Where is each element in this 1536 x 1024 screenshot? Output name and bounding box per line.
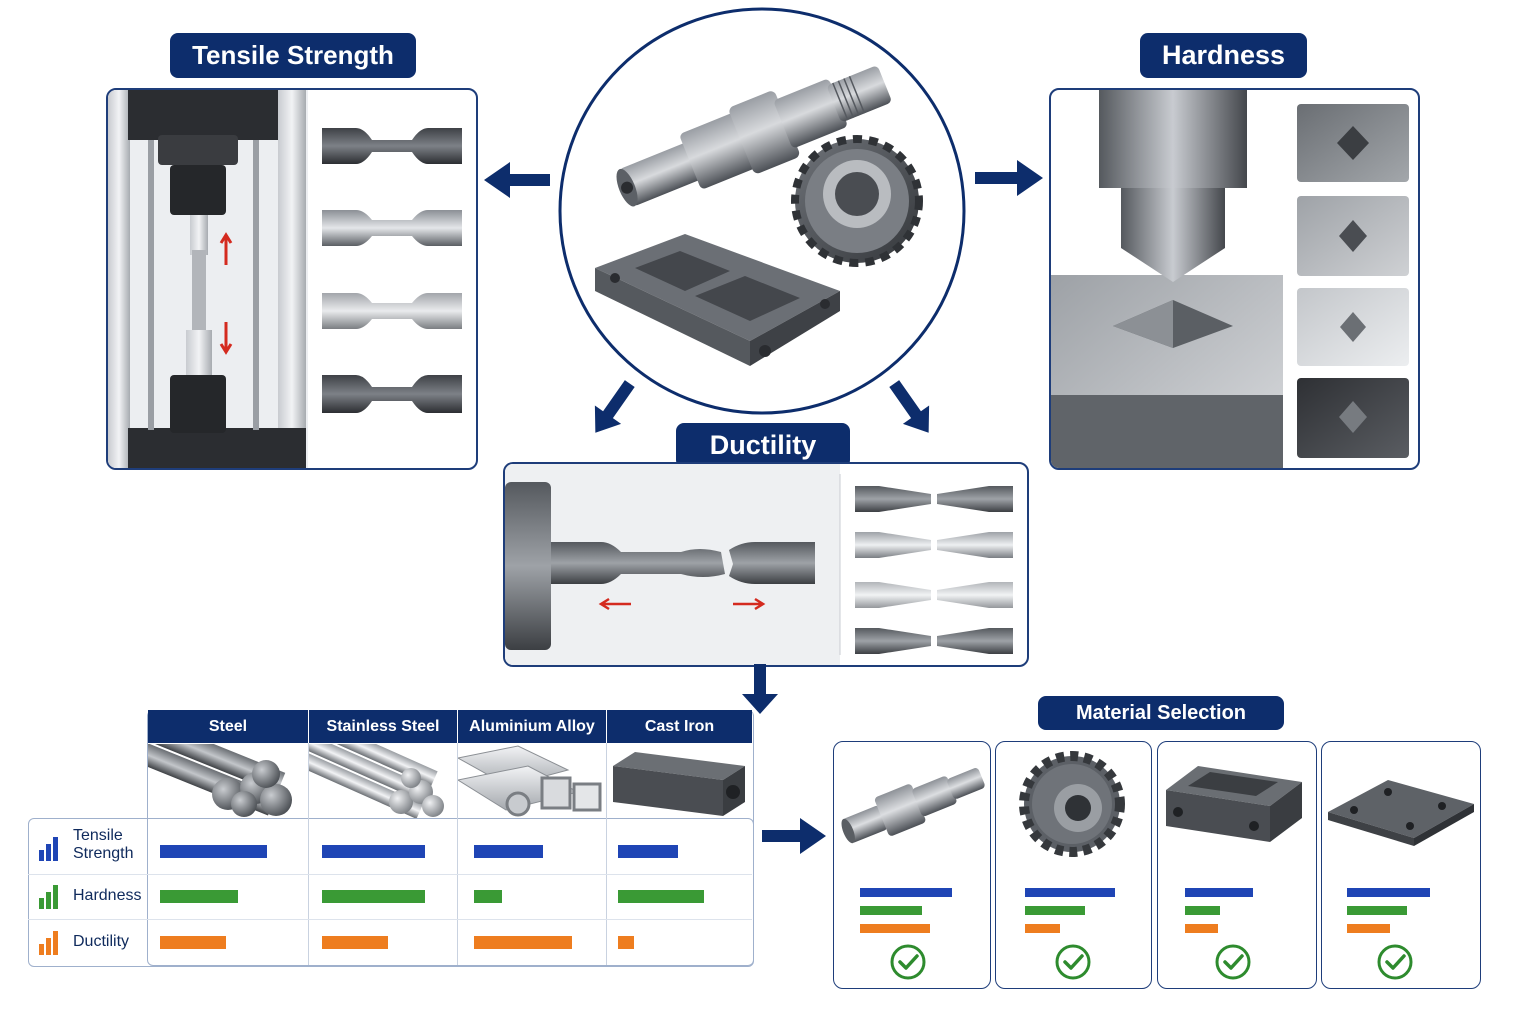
card-bar-gear-ductility xyxy=(1025,924,1060,933)
bar-tensile-1 xyxy=(160,845,267,858)
material-selection-heading: Material Selection xyxy=(1038,696,1284,730)
column-header-stainless-steel: Stainless Steel xyxy=(309,710,457,743)
hardness-icon xyxy=(38,884,62,915)
selection-card-housing xyxy=(1157,741,1317,989)
check-icon xyxy=(890,944,926,985)
card-bar-shaft-hardness xyxy=(860,906,922,915)
bar-ductility-3 xyxy=(474,936,572,949)
arrow-down-right-icon xyxy=(884,378,940,440)
selection-card-gear xyxy=(995,741,1152,989)
central-parts-circle xyxy=(555,6,970,416)
bracket-icon xyxy=(595,234,840,366)
column-divider xyxy=(308,743,309,965)
bar-tensile-2 xyxy=(322,845,425,858)
check-icon xyxy=(1377,944,1413,985)
steel-bars-image xyxy=(128,716,308,818)
card-bar-shaft-tensile xyxy=(860,888,952,897)
material-columns-frame xyxy=(147,710,754,966)
cast-iron-block-image xyxy=(607,744,752,818)
arrow-down-icon xyxy=(740,664,780,716)
ductility-heading: Ductility xyxy=(676,423,850,468)
bar-tensile-3 xyxy=(474,845,543,858)
bar-hardness-2 xyxy=(322,890,425,903)
column-header-cast-iron: Cast Iron xyxy=(607,710,752,743)
card-bar-plate-tensile xyxy=(1347,888,1430,897)
aluminium-profiles-image xyxy=(456,744,606,818)
row-label-tensile-line1: Tensile xyxy=(73,827,123,844)
arrow-right-icon xyxy=(975,158,1045,198)
bar-tensile-4 xyxy=(618,845,678,858)
bar-ductility-2 xyxy=(322,936,388,949)
row-label-tensile-strength: Tensile Strength xyxy=(73,827,133,863)
card-bar-housing-tensile xyxy=(1185,888,1253,897)
gear-icon xyxy=(791,135,923,267)
check-icon xyxy=(1215,944,1251,985)
card-bar-housing-ductility xyxy=(1185,924,1218,933)
bar-hardness-4 xyxy=(618,890,704,903)
tensile-specimens xyxy=(322,128,462,413)
arrow-to-selection-icon xyxy=(762,816,828,856)
card-bar-housing-hardness xyxy=(1185,906,1220,915)
hardness-test-panel xyxy=(1049,88,1420,470)
indentation-samples xyxy=(1297,104,1409,458)
tensile-strength-icon xyxy=(38,836,62,867)
column-header-steel: Steel xyxy=(148,710,308,743)
row-label-hardness: Hardness xyxy=(73,887,142,904)
row-divider xyxy=(28,919,752,920)
bar-hardness-1 xyxy=(160,890,238,903)
bar-ductility-4 xyxy=(618,936,634,949)
row-divider xyxy=(28,874,752,875)
check-icon xyxy=(1055,944,1091,985)
card-bar-shaft-ductility xyxy=(860,924,930,933)
ductility-test-panel xyxy=(503,462,1029,667)
fractured-specimens xyxy=(855,486,1013,654)
shaft-icon xyxy=(616,66,891,207)
row-label-ductility: Ductility xyxy=(73,933,130,950)
tensile-test-panel xyxy=(106,88,478,470)
card-bar-plate-ductility xyxy=(1347,924,1390,933)
hardness-heading: Hardness xyxy=(1140,33,1307,78)
arrow-down-left-icon xyxy=(584,378,640,440)
arrow-left-icon xyxy=(482,160,550,200)
column-header-aluminium-alloy: Aluminium Alloy xyxy=(458,710,606,743)
tensile-strength-heading: Tensile Strength xyxy=(170,33,416,78)
card-bar-gear-tensile xyxy=(1025,888,1115,897)
row-label-tensile-line2: Strength xyxy=(73,845,134,862)
column-divider xyxy=(457,743,458,965)
column-divider xyxy=(606,743,607,965)
card-bar-gear-hardness xyxy=(1025,906,1085,915)
bar-hardness-3 xyxy=(474,890,502,903)
stainless-steel-bars-image xyxy=(288,714,457,819)
ductility-icon xyxy=(38,930,62,961)
bar-ductility-1 xyxy=(160,936,226,949)
card-bar-plate-hardness xyxy=(1347,906,1407,915)
